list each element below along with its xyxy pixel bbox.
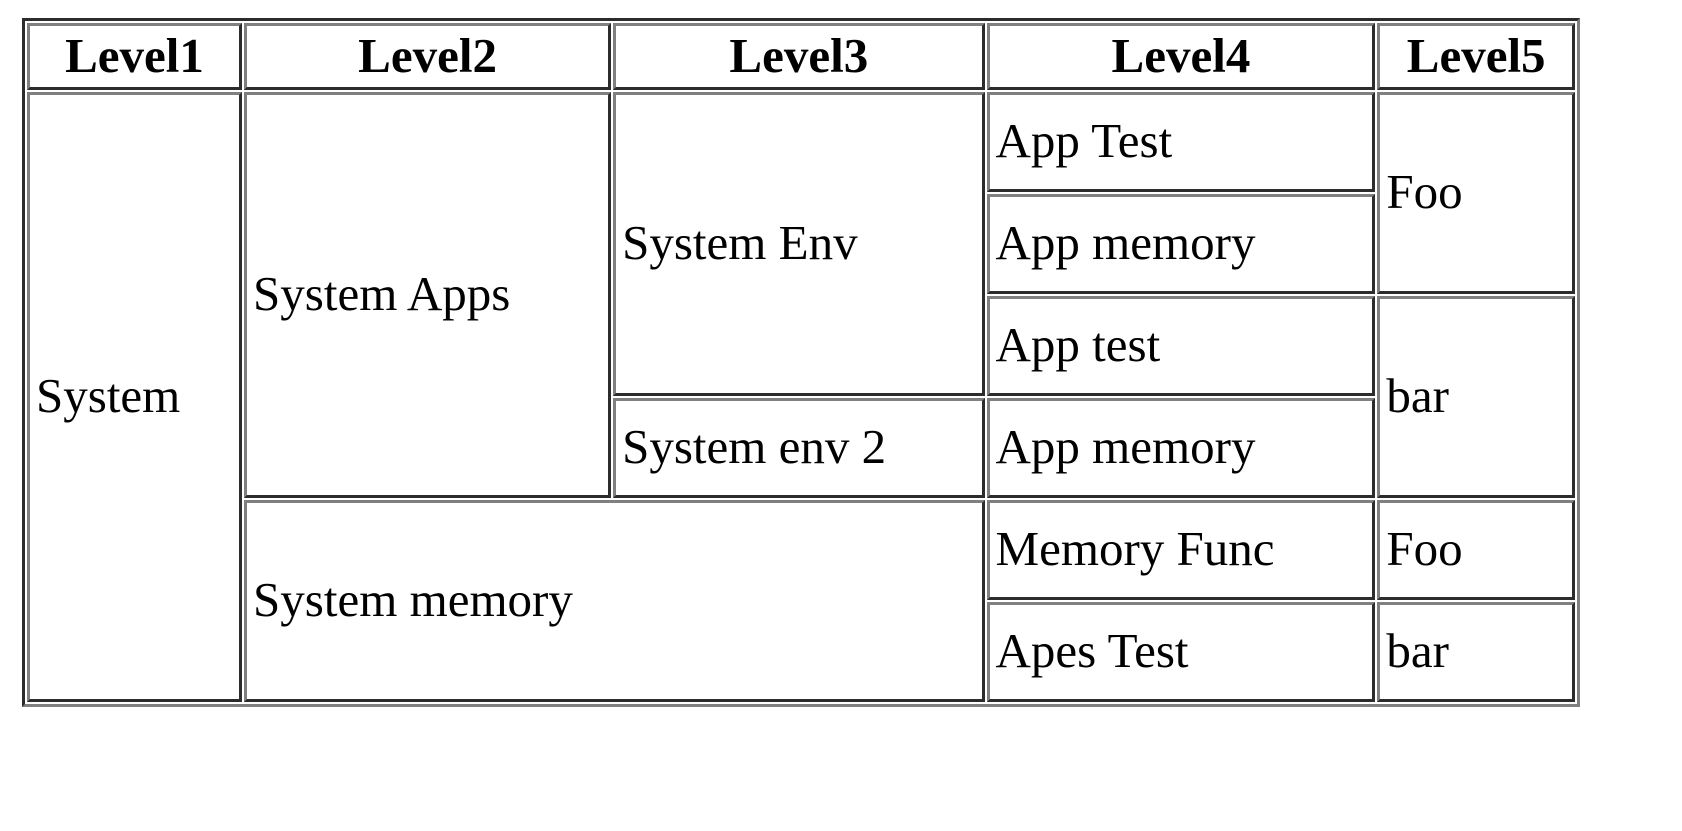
column-header-level5: Level5 [1377, 23, 1575, 90]
table-header-row: Level1 Level2 Level3 Level4 Level5 [27, 23, 1575, 90]
table-row: Apes Test bar [27, 601, 1575, 702]
table-row: System env 2 App memory [27, 397, 1575, 498]
cell-memory-func: Memory Func [986, 499, 1376, 600]
cell-foo-1: Foo [1377, 91, 1575, 294]
cell-system-env: System Env [613, 91, 985, 396]
cell-app-test-1: App Test [986, 91, 1376, 192]
cell-apes-test: Apes Test [986, 601, 1376, 702]
cell-system-env-2: System env 2 [613, 397, 985, 498]
column-header-level4: Level4 [986, 23, 1376, 90]
page-container: Level1 Level2 Level3 Level4 Level5 Syste… [22, 18, 1580, 707]
cell-app-memory-2: App memory [986, 397, 1376, 498]
cell-system: System [27, 91, 243, 702]
level-hierarchy-table: Level1 Level2 Level3 Level4 Level5 Syste… [22, 18, 1580, 707]
cell-bar-2: bar [1377, 601, 1575, 702]
cell-app-memory-1: App memory [986, 193, 1376, 294]
column-header-level1: Level1 [27, 23, 243, 90]
cell-system-memory: System memory [244, 499, 985, 702]
table-row: App memory [27, 193, 1575, 294]
column-header-level2: Level2 [244, 23, 612, 90]
table-row: System System Apps System Env App Test F… [27, 91, 1575, 702]
table-row: App test bar [27, 295, 1575, 498]
column-header-level3: Level3 [613, 23, 985, 90]
table-header: Level1 Level2 Level3 Level4 Level5 [27, 23, 1575, 90]
cell-foo-2: Foo [1377, 499, 1575, 600]
cell-app-test-2: App test [986, 295, 1376, 396]
cell-system-apps: System Apps [244, 91, 612, 498]
cell-bar-1: bar [1377, 295, 1575, 498]
table-body: System System Apps System Env App Test F… [27, 91, 1575, 702]
table-row: System memory Memory Func Foo [27, 499, 1575, 702]
